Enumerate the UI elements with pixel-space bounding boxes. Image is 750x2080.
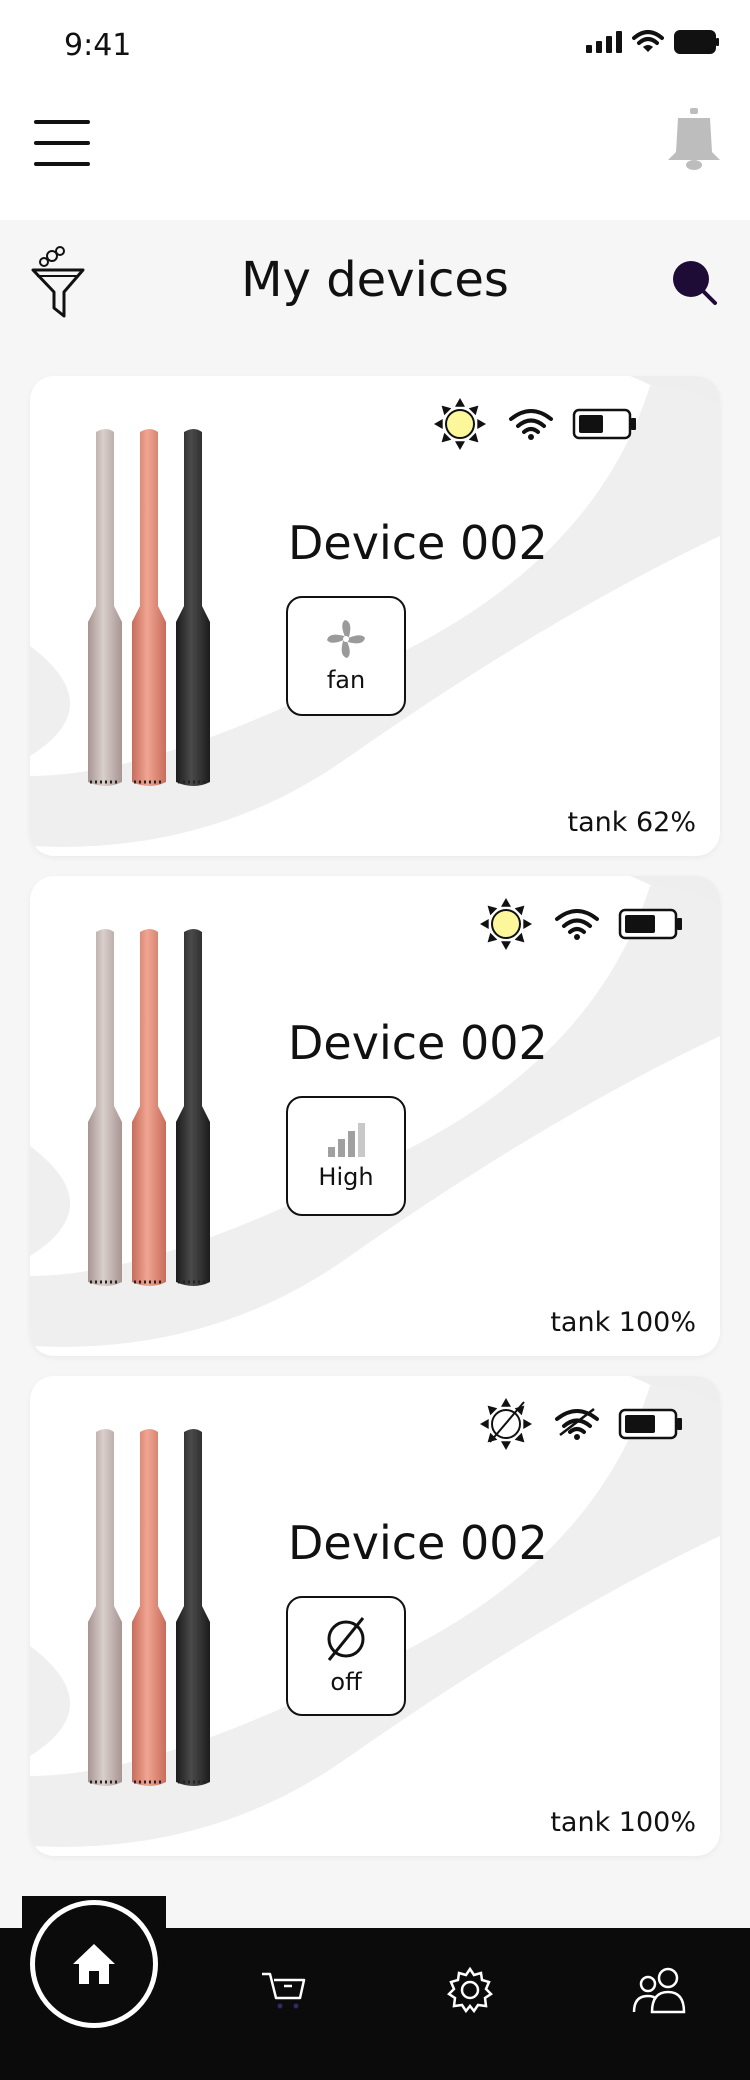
off-icon: [327, 1617, 365, 1661]
tank-level: tank 100%: [550, 1807, 696, 1838]
settings-icon: [447, 1966, 493, 2014]
mode-label: High: [318, 1163, 374, 1191]
device-image: [88, 929, 210, 1286]
card-wave-background: [30, 376, 720, 847]
device-mode-button[interactable]: High: [286, 1096, 406, 1216]
battery-status-icon: [674, 30, 719, 54]
top-bar: 9:41: [0, 0, 750, 220]
device-image: [88, 1429, 210, 1786]
mode-label: off: [330, 1668, 362, 1696]
device-status-icons: [430, 394, 638, 454]
device-status-icons: [476, 1394, 684, 1454]
battery-icon: [572, 408, 636, 440]
wifi-icon: [509, 409, 553, 440]
device-mode-button[interactable]: fan: [286, 596, 406, 716]
search-icon[interactable]: [670, 258, 718, 306]
light-on-icon: [434, 398, 486, 450]
page-title: My devices: [241, 252, 509, 308]
battery-icon: [618, 908, 682, 940]
device-mode-button[interactable]: off: [286, 1596, 406, 1716]
tank-level: tank 62%: [567, 807, 696, 838]
device-image: [88, 429, 210, 786]
wifi-off-icon: [555, 1408, 599, 1440]
fan-icon: [327, 620, 365, 658]
users-icon: [632, 1967, 686, 2014]
wifi-icon: [555, 909, 599, 940]
light-on-icon: [480, 898, 532, 950]
home-icon: [73, 1944, 115, 1984]
signal-bars-icon: [328, 1123, 365, 1157]
device-status-icons: [476, 894, 684, 954]
nav-cart-button[interactable]: [256, 1962, 312, 2018]
menu-line: [34, 120, 90, 124]
cart-icon: [262, 1972, 306, 2009]
filter-icon[interactable]: [30, 246, 86, 320]
menu-line: [34, 162, 90, 166]
nav-users-button[interactable]: [630, 1962, 690, 2018]
nav-home-button[interactable]: [30, 1900, 158, 2028]
wifi-status-icon: [632, 30, 664, 52]
device-name: Device 002: [288, 1516, 548, 1570]
tank-level: tank 100%: [550, 1307, 696, 1338]
title-row: My devices: [0, 240, 750, 330]
mode-label: fan: [326, 666, 366, 694]
device-name: Device 002: [288, 1016, 548, 1070]
status-time: 9:41: [64, 28, 132, 63]
device-card[interactable]: Device 002 High tank 100%: [30, 876, 720, 1356]
cellular-signal-icon: [586, 31, 622, 53]
menu-line: [34, 141, 90, 145]
menu-button[interactable]: [34, 120, 90, 166]
battery-icon: [618, 1408, 682, 1440]
notification-bell-icon[interactable]: [666, 108, 722, 172]
nav-settings-button[interactable]: [442, 1962, 498, 2018]
device-card[interactable]: Device 002 off tank 100%: [30, 1376, 720, 1856]
status-icons: [586, 30, 720, 54]
device-card[interactable]: Device 002 fan tank 62%: [30, 376, 720, 856]
light-off-icon: [480, 1398, 532, 1450]
device-name: Device 002: [288, 516, 548, 570]
